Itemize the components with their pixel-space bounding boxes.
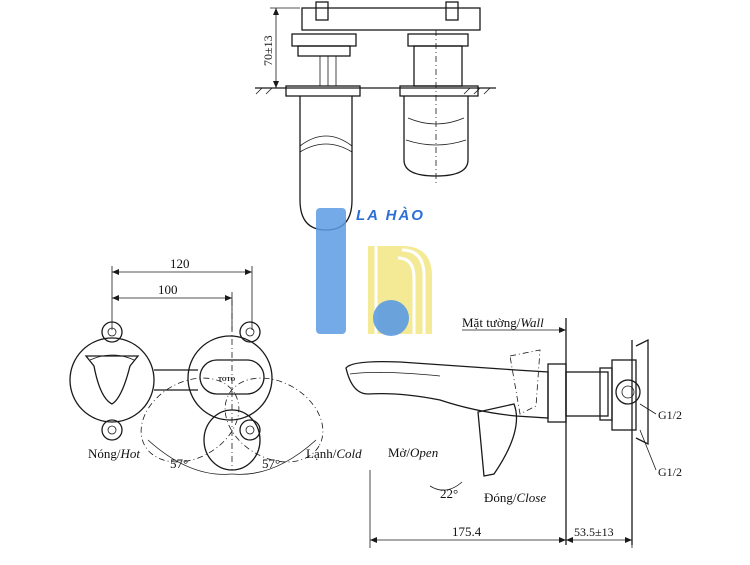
thread-lower-label: G1/2 <box>658 465 682 479</box>
height-dim-arrow-bottom <box>273 81 279 88</box>
side-valve-block <box>611 359 637 431</box>
hot-sweep <box>140 377 240 463</box>
left-mount-lug <box>101 321 123 343</box>
wall-label: Mặt tường/Wall <box>462 315 544 330</box>
thread-upper-label: G1/2 <box>658 408 682 422</box>
side-body <box>565 371 609 417</box>
cold-sweep <box>224 377 324 463</box>
side-spout <box>345 360 549 419</box>
left-mount-lug-bottom <box>101 419 123 441</box>
top-body <box>301 7 481 31</box>
right-flange <box>407 33 469 47</box>
right-body <box>413 45 463 87</box>
left-escutcheon <box>285 85 361 97</box>
lever-closed <box>477 403 518 477</box>
dim-120-label: 120 <box>170 256 190 271</box>
height-dim-arrow-top <box>273 8 279 15</box>
height-dim-label: 70±13 <box>261 35 275 66</box>
cold-label: Lạnh/Cold <box>306 446 362 461</box>
dim-175-label: 175.4 <box>452 524 482 539</box>
wall-hatch-top <box>255 87 491 95</box>
la-hao-logo: LA HÀO <box>316 207 432 336</box>
side-nut <box>599 367 613 421</box>
side-view: Mặt tường/Wall 22° G1/2 G1/2 Mở/Open Đón… <box>345 315 682 548</box>
spout-rosette <box>187 335 273 421</box>
left-handle-rosette <box>69 337 155 423</box>
left-handle-lever <box>84 355 140 405</box>
right-escutcheon <box>399 85 479 97</box>
open-label: Mở/Open <box>388 445 438 460</box>
logo-circle-blue <box>373 300 409 336</box>
inlet-port <box>615 379 641 405</box>
left-flange <box>291 33 357 47</box>
side-escutcheon <box>547 363 567 423</box>
top-valve-right <box>445 1 459 21</box>
front-handle-down <box>203 409 261 471</box>
top-valve-left <box>315 1 329 21</box>
top-view: 70±13 <box>255 1 496 231</box>
mounting-plate <box>635 338 649 446</box>
angle-right-label: 57° <box>262 456 280 471</box>
logo-bar-blue <box>316 208 346 334</box>
front-brand-mark: TOTO <box>218 377 235 383</box>
angle-arc-left <box>147 439 233 475</box>
lever-angle-arc <box>429 481 463 491</box>
hot-label: Nóng/Hot <box>88 446 140 461</box>
logo-brand-text: LA HÀO <box>356 207 425 224</box>
lever-angle-label: 22° <box>440 486 458 501</box>
front-view: 120 100 TOTO 57° 57° <box>69 256 362 475</box>
dim-100-label: 100 <box>158 282 178 297</box>
angle-arc-right <box>231 439 317 475</box>
angle-left-label: 57° <box>170 456 188 471</box>
dim-53-label: 53.5±13 <box>574 525 614 539</box>
close-label: Đóng/Close <box>484 490 546 505</box>
left-nut <box>297 45 351 57</box>
